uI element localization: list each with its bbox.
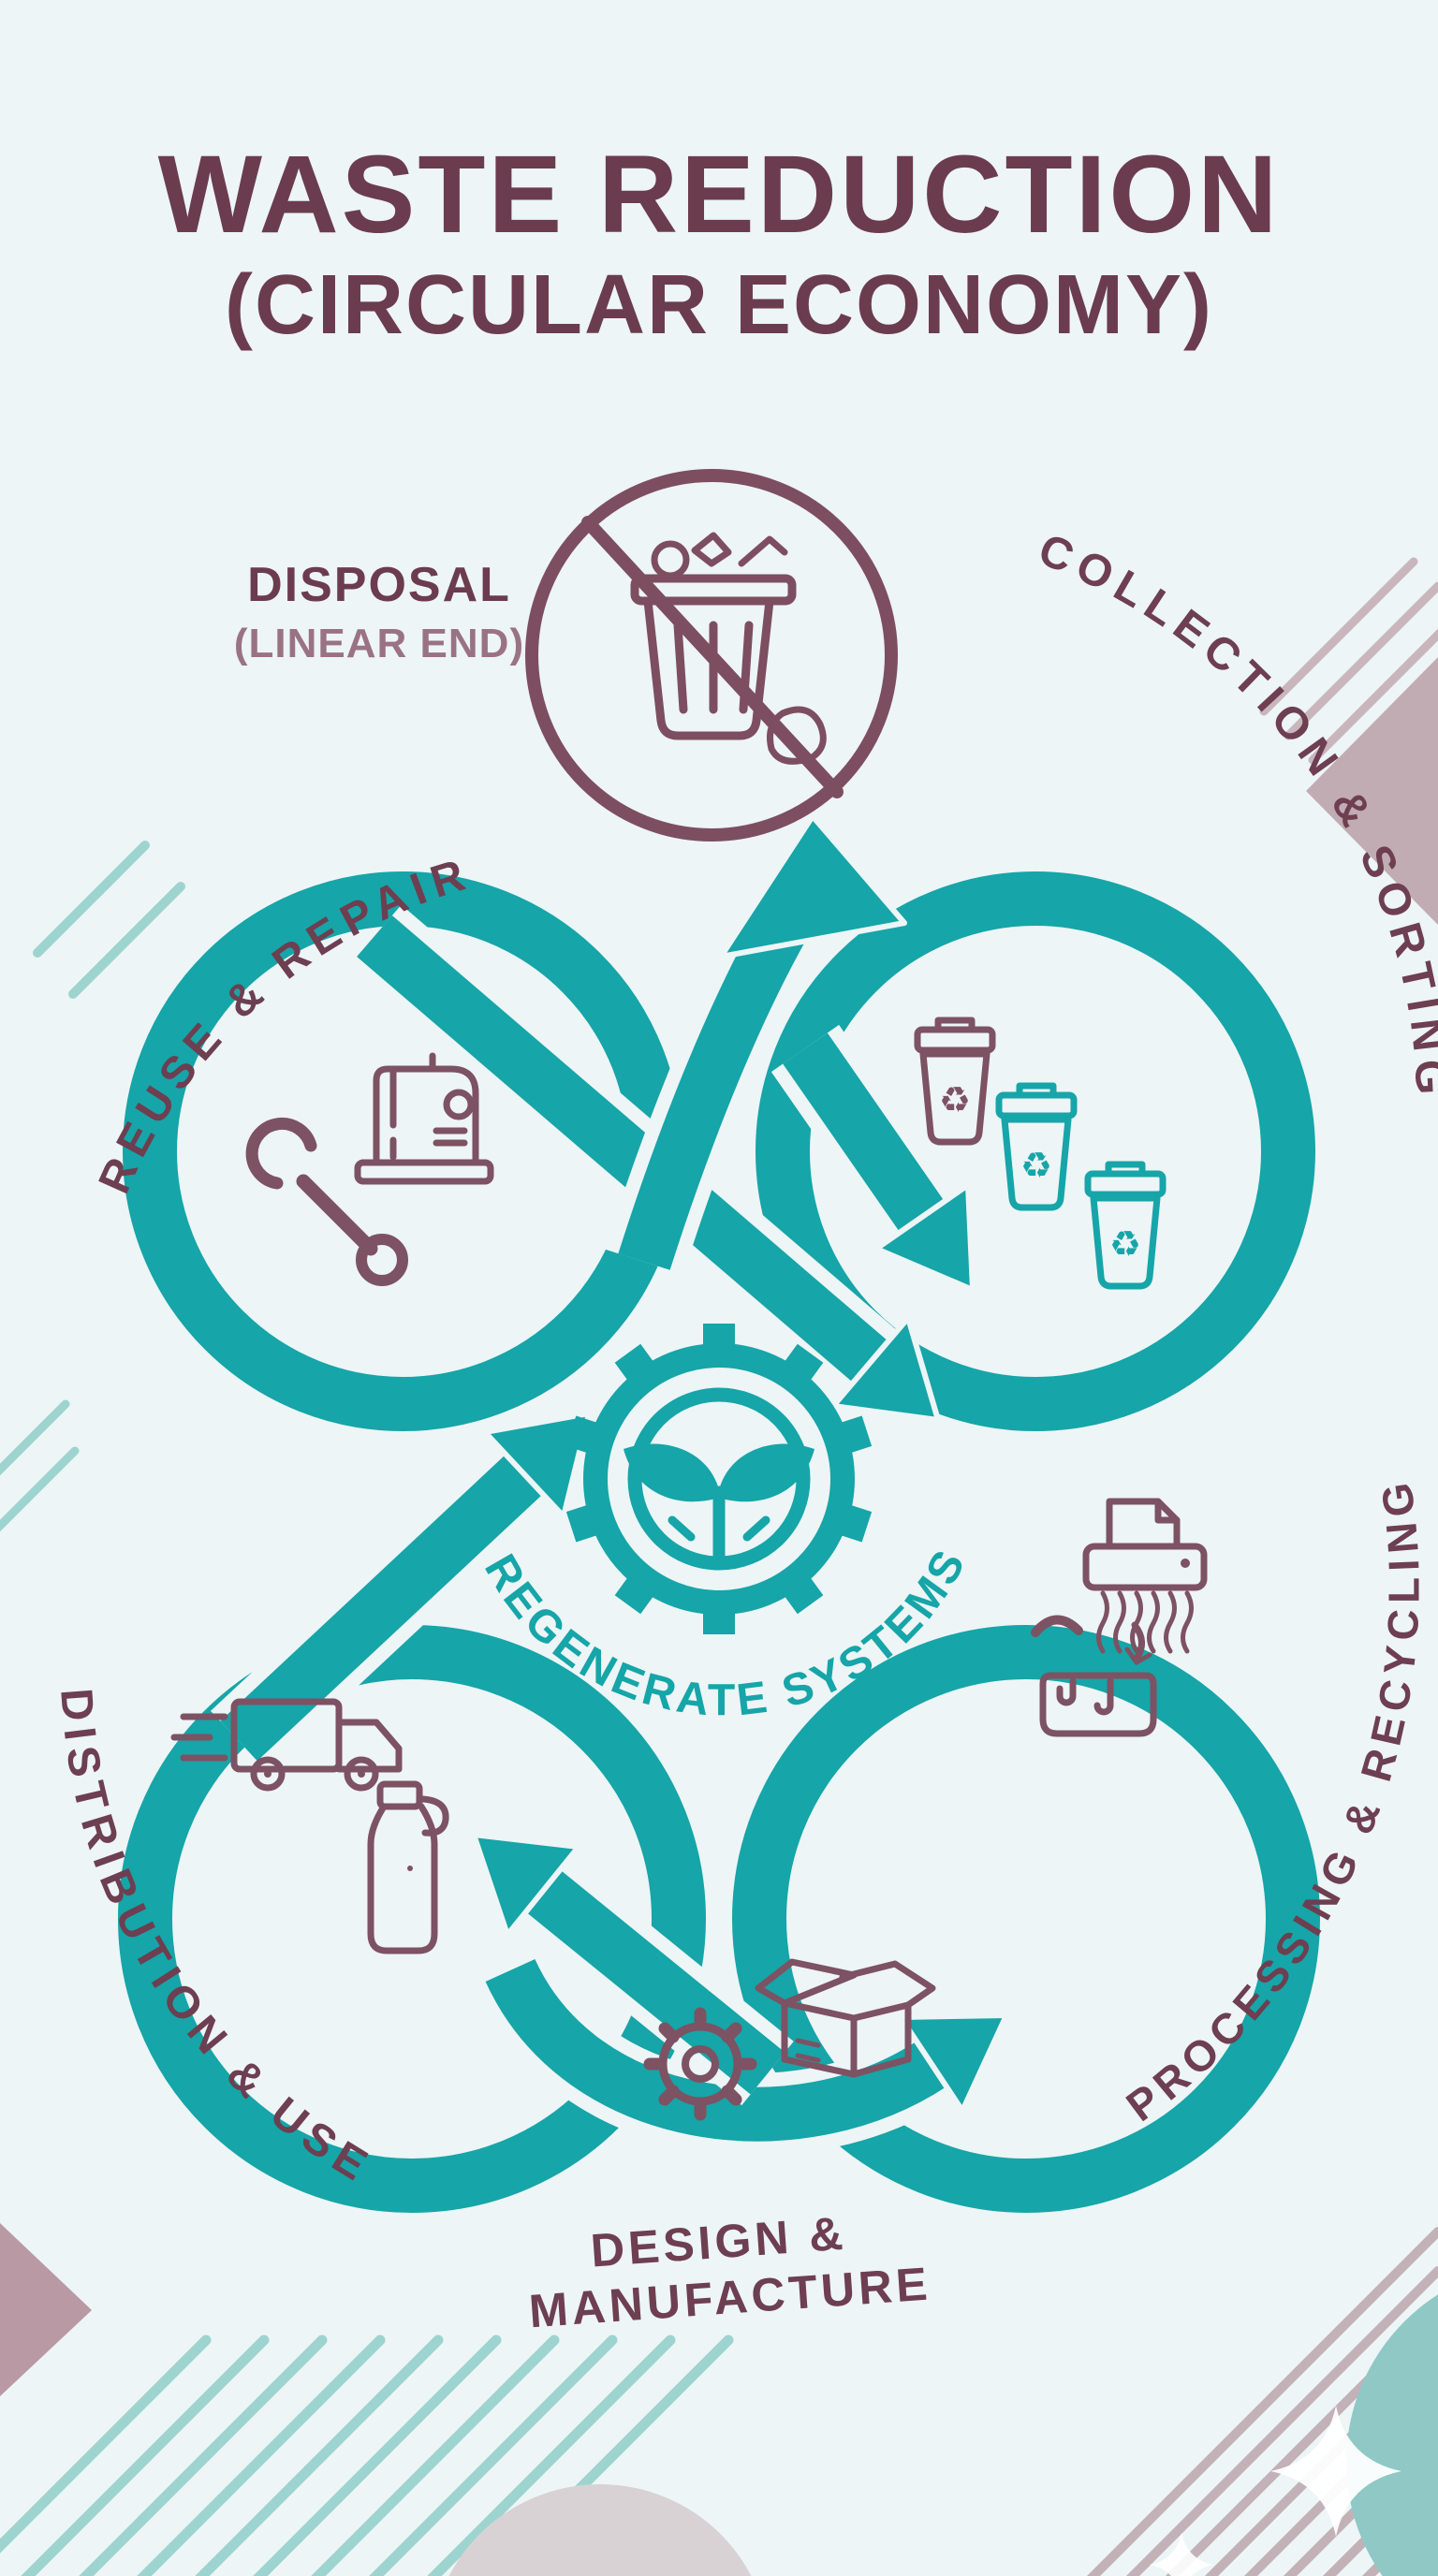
loop-collection [756,871,1315,1431]
arrowhead-ne-icon [482,1411,592,1519]
recycling-bin-icon: ♻ [1084,1161,1167,1290]
bottle-icon [367,1780,449,1954]
arrowhead-down-icon [873,1182,976,1293]
gear-icon [643,2007,757,2121]
decor-right-diamond [1306,657,1438,925]
page-title: WASTE REDUCTION [158,133,1281,256]
decor-left-edge-stripes [0,1399,80,1532]
decor-top-left-stripes [33,841,185,999]
decor-teal-circle [1346,2294,1438,2576]
loop-processing [732,1625,1320,2213]
recycling-bin-icon: ♻ [914,1017,996,1146]
arrowhead-nw-icon [471,1832,581,1938]
sewing-machine-icon [354,1052,494,1185]
page-subtitle: (CIRCULAR ECONOMY) [225,258,1213,352]
stage-label-design-manufacture: DESIGN & MANUFACTURE [527,2207,932,2338]
design-label-line2: MANUFACTURE [527,2257,932,2337]
decor-left-triangle [0,2223,92,2396]
delivery-truck-icon [170,1698,403,1792]
loop-distribution [118,1625,706,2213]
melting-pot-icon [1031,1615,1157,1737]
open-box-icon [755,1958,936,2078]
band-inner-right [783,1032,945,1233]
recycling-bin-icon: ♻ [995,1082,1078,1211]
band-diagonal-se [357,915,888,1383]
decor-sparkle [1270,2406,1401,2537]
arrowhead-up-icon [718,813,907,959]
recycle-glyph: ♻ [939,1079,971,1120]
decor-gray-circle [448,2484,752,2576]
gear-sprout-icon [565,1324,873,1634]
disposal-sublabel: (LINEAR END) [234,621,524,666]
recycle-glyph: ♻ [1020,1145,1052,1186]
no-trash-icon [525,469,898,842]
disposal-label: DISPOSAL [247,558,511,612]
disposal-section: DISPOSAL (LINEAR END) [234,469,898,842]
shredder-icon [1082,1498,1208,1654]
decor-sparkle-small [1150,2533,1213,2576]
recycle-glyph: ♻ [1109,1223,1141,1265]
arrowhead-se-icon [830,1315,941,1423]
band-diagonal-ne [220,1454,543,1762]
arrowhead-arc-icon [898,2012,1009,2114]
wrench-icon [245,1117,408,1286]
